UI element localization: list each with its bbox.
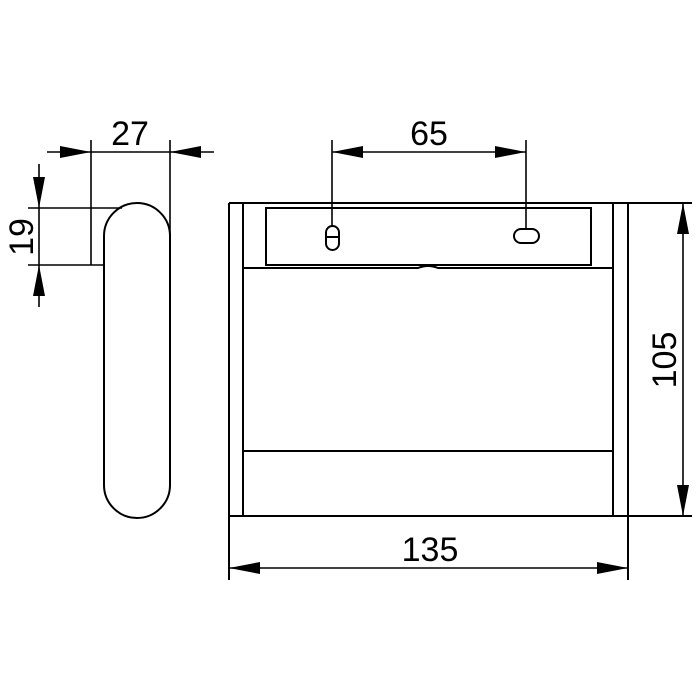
mounting-plate — [265, 207, 592, 266]
dimension-27: 27 — [47, 115, 214, 265]
dimension-105: 105 — [646, 203, 689, 516]
side-profile-capsule — [103, 202, 171, 519]
dimension-65: 65 — [331, 115, 527, 229]
side-view: 27 19 — [3, 115, 214, 519]
dimension-label-27: 27 — [111, 115, 149, 153]
dimension-label-19: 19 — [3, 218, 41, 256]
keyhole-slot-left — [325, 225, 340, 251]
dimension-19: 19 — [3, 164, 122, 307]
oval-slot-right — [513, 228, 540, 244]
cover-top-edge — [243, 265, 613, 269]
dimension-label-105: 105 — [646, 332, 684, 389]
dimension-label-65: 65 — [410, 115, 448, 153]
front-view: 65 105 135 — [228, 115, 692, 580]
dimension-135: 135 — [229, 531, 628, 574]
dimension-label-135: 135 — [402, 531, 459, 569]
